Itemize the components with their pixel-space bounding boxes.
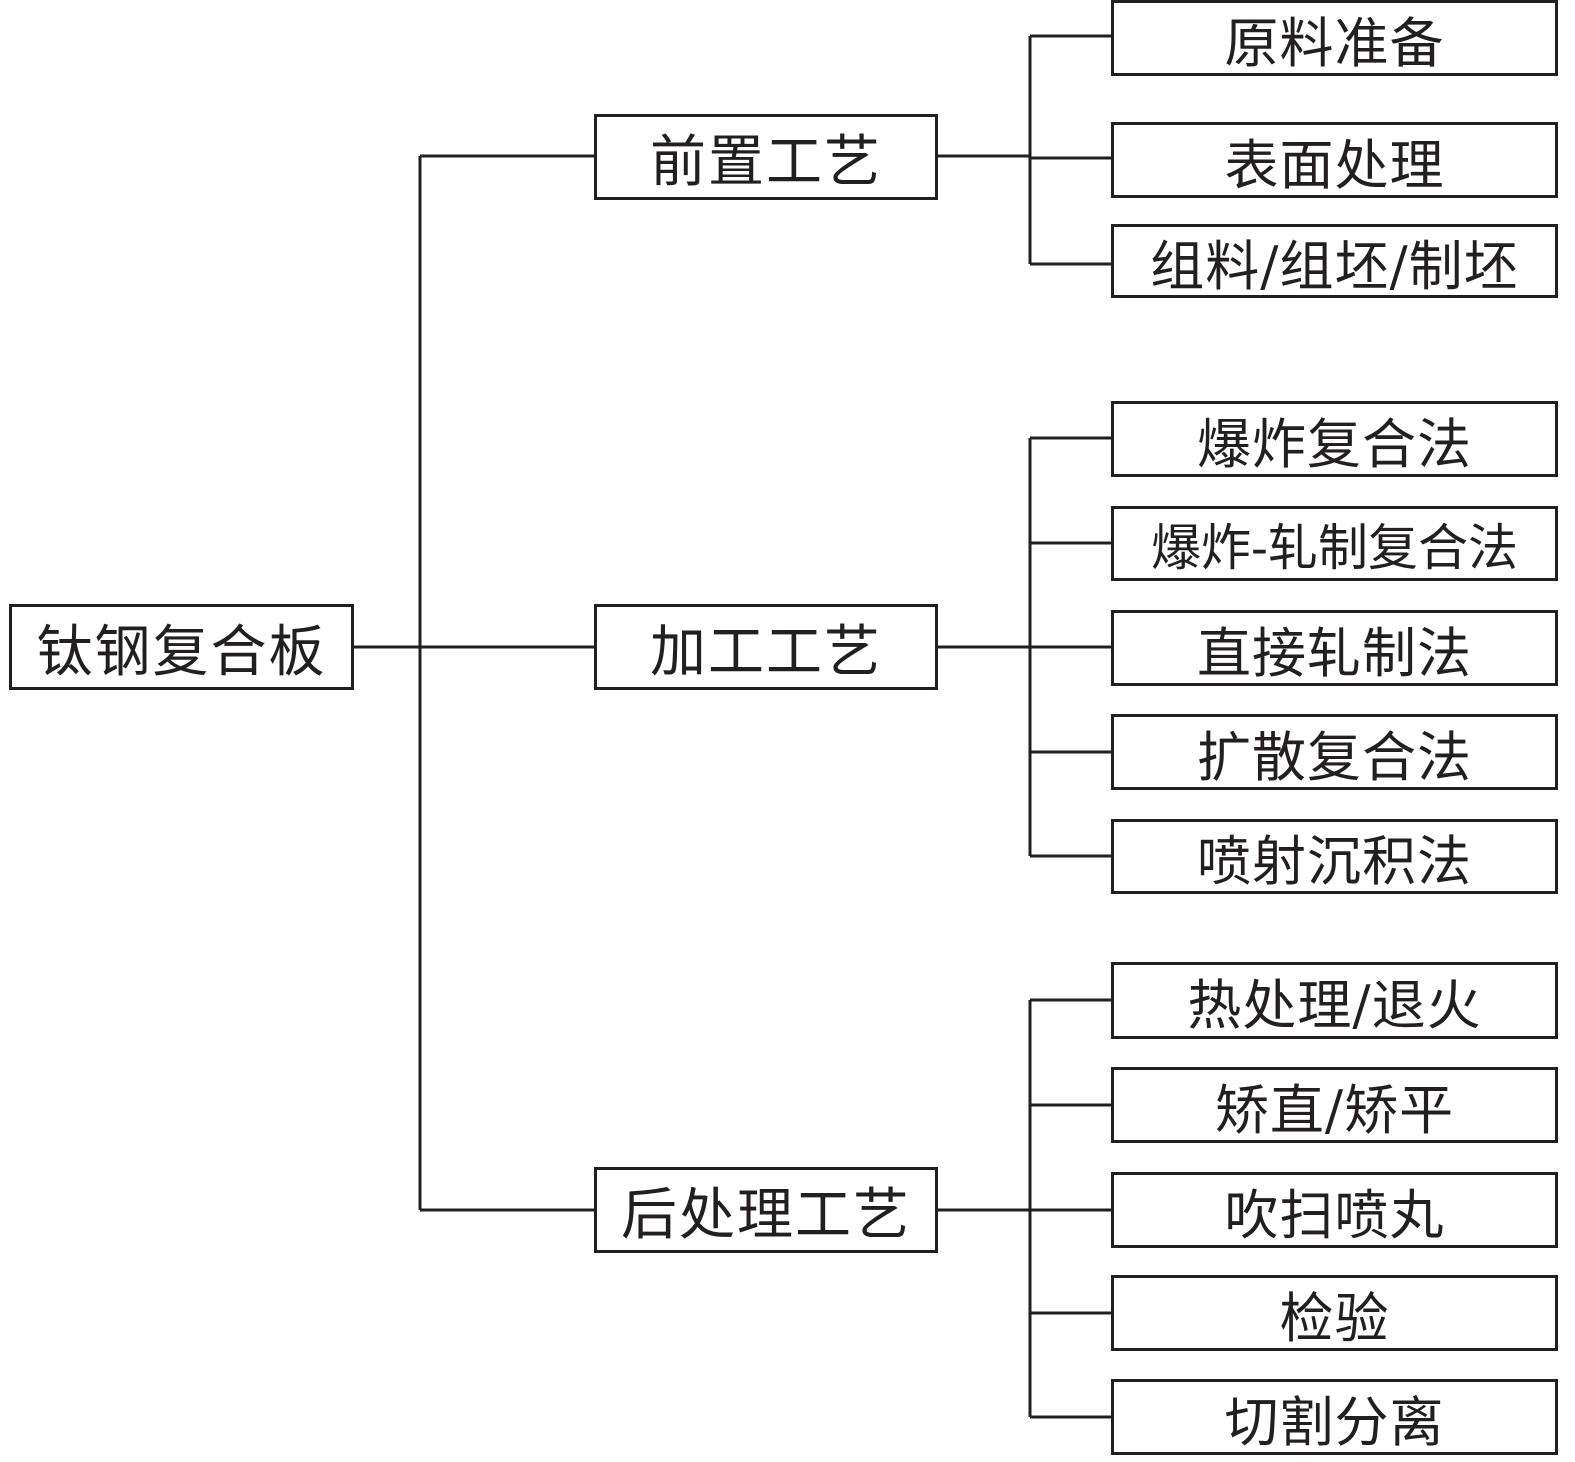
leaf-node: 直接轧制法 (1111, 610, 1558, 686)
leaf-node: 扩散复合法 (1111, 714, 1558, 790)
group-node-post: 后处理工艺 (594, 1167, 938, 1253)
leaf-node: 矫直/矫平 (1111, 1067, 1558, 1143)
leaf-node: 切割分离 (1111, 1379, 1558, 1455)
leaf-node: 爆炸复合法 (1111, 401, 1558, 477)
leaf-node: 喷射沉积法 (1111, 819, 1558, 894)
leaf-node: 爆炸-轧制复合法 (1111, 506, 1558, 581)
leaf-node: 检验 (1111, 1275, 1558, 1351)
leaf-node: 热处理/退火 (1111, 962, 1558, 1039)
leaf-node: 组料/组坯/制坯 (1111, 224, 1558, 298)
group-node-processing: 加工工艺 (594, 604, 938, 690)
leaf-node: 原料准备 (1111, 0, 1558, 76)
root-node: 钛钢复合板 (9, 604, 354, 690)
group-node-pre: 前置工艺 (594, 114, 938, 200)
leaf-node: 表面处理 (1111, 122, 1558, 198)
leaf-node: 吹扫喷丸 (1111, 1172, 1558, 1248)
